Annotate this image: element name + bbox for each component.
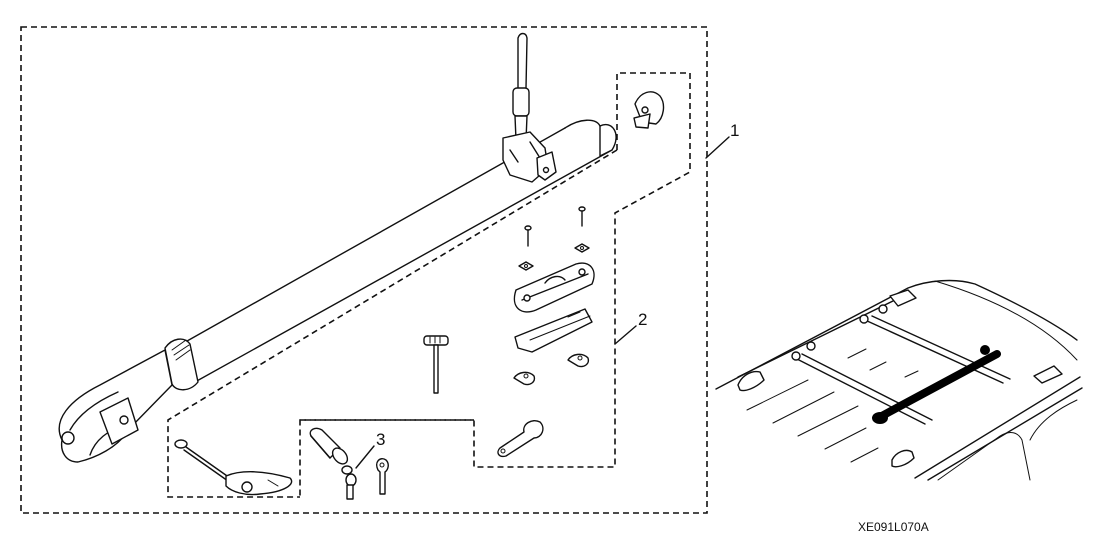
fork-mount [502, 32, 557, 183]
t-handle-tool [423, 335, 449, 394]
callout-2-leader [614, 325, 637, 345]
clip-1 [567, 353, 590, 368]
callout-2-label: 2 [638, 310, 647, 329]
callout-3-label: 3 [376, 430, 385, 449]
callout-1-leader [705, 136, 730, 159]
group-2-outline [299, 72, 691, 498]
washer-1 [574, 243, 590, 253]
clamp-plate [514, 308, 593, 353]
bolt-2 [524, 225, 532, 247]
lock-key-attached [345, 473, 357, 500]
quick-release-skewer [174, 439, 293, 496]
washer-2 [518, 261, 534, 271]
reference-code: XE091L070A [858, 520, 929, 534]
lock-cylinder [309, 427, 353, 475]
installed-carrier-highlight [874, 350, 1001, 422]
bolt-1 [578, 206, 586, 227]
clamp-block [513, 262, 595, 313]
group-1-outline [20, 26, 708, 514]
callout-3-leader [355, 445, 375, 469]
wrench [497, 420, 544, 458]
spare-key [376, 458, 389, 495]
clip-2 [513, 371, 536, 386]
end-cap [633, 91, 665, 129]
carrier-tube [58, 119, 617, 463]
vehicle-roof-inset [715, 279, 1083, 481]
group-2-outline-lower [167, 149, 618, 498]
callout-1-label: 1 [730, 121, 739, 140]
